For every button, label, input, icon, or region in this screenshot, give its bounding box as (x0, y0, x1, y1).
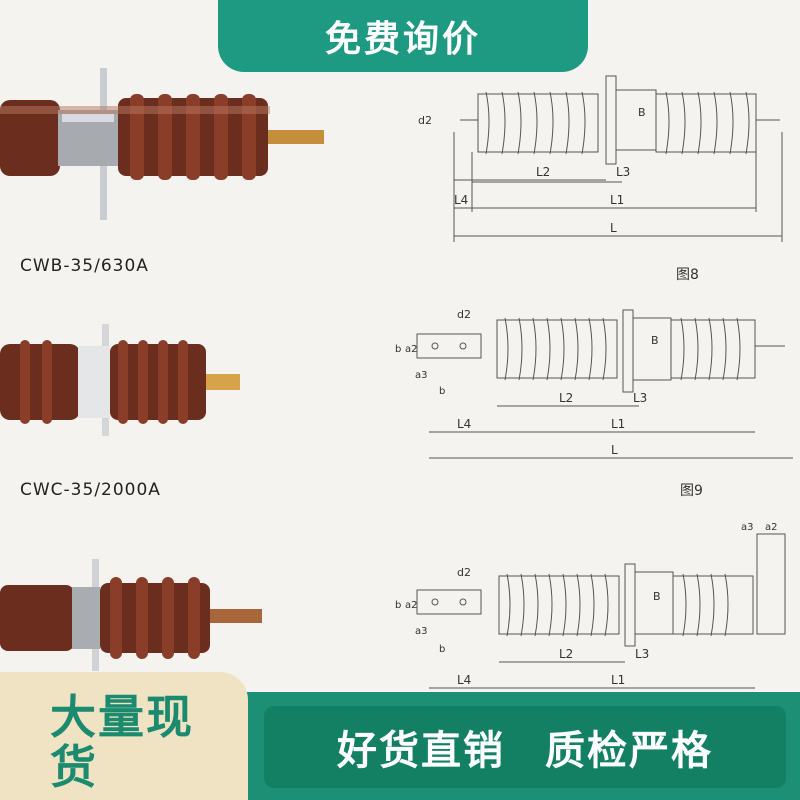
figure-label-9: 图9 (680, 483, 703, 499)
stock-badge-text: 大量现货 (50, 690, 194, 794)
product-photo-1 (0, 68, 324, 220)
fig10-dim-B: B (653, 590, 661, 603)
product-photo-2 (0, 324, 240, 436)
fig8-dim-L: L (610, 221, 617, 235)
figure-label-8: 图8 (676, 267, 699, 283)
slogan-quality-check: 质检严格 (545, 728, 713, 774)
fig8-dim-d2: d2 (418, 114, 432, 127)
fig10-dim-L1: L1 (611, 673, 625, 687)
technical-drawing-fig10: d2 b a2 a3 b B L2 L3 L4 L1 a3 a2 (395, 522, 786, 689)
technical-drawing-fig8: d2 B L2 L3 L4 L1 L (418, 75, 783, 242)
fig9-dim-L3: L3 (633, 391, 647, 405)
fig9-dim-L4: L4 (457, 417, 471, 431)
fig10-dim-b2: b (439, 644, 445, 655)
fig8-dim-L3: L3 (616, 165, 630, 179)
stock-badge (0, 672, 248, 800)
fig8-dim-B: B (638, 106, 646, 119)
fig9-dim-b: b (395, 344, 401, 355)
fig10-dim-L4: L4 (457, 673, 471, 687)
slogan-box: 好货直销 质检严格 (264, 706, 786, 788)
top-banner[interactable]: 免费询价 (218, 0, 588, 72)
technical-drawing-fig9: d2 b a2 a3 b B L2 L3 L4 L1 L (395, 308, 793, 459)
fig9-dim-B: B (651, 334, 659, 347)
product-photo-3 (0, 559, 262, 671)
fig9-dim-b2: b (439, 386, 445, 397)
fig10-dim-a2: a2 (405, 600, 418, 611)
fig10-dim-a2-top: a2 (765, 522, 778, 533)
slogan-direct-sales: 好货直销 (337, 728, 505, 774)
fig9-dim-L: L (611, 443, 618, 457)
fig8-dim-L4: L4 (454, 193, 468, 207)
fig10-dim-b: b (395, 600, 401, 611)
fig9-dim-d2: d2 (457, 308, 471, 321)
fig10-dim-a3: a3 (415, 626, 428, 637)
fig10-dim-d2: d2 (457, 566, 471, 579)
fig9-dim-a2: a2 (405, 344, 418, 355)
product-caption-2: CWC-35/2000A (20, 480, 161, 500)
banner-title: 免费询价 (324, 19, 481, 60)
fig9-dim-L1: L1 (611, 417, 625, 431)
fig9-dim-L2: L2 (559, 391, 573, 405)
fig10-dim-a3-top: a3 (741, 522, 754, 533)
fig10-dim-L2: L2 (559, 647, 573, 661)
fig8-dim-L1: L1 (610, 193, 624, 207)
fig10-dim-L3: L3 (635, 647, 649, 661)
product-caption-1: CWB-35/630A (20, 256, 149, 276)
fig9-dim-a3: a3 (415, 370, 428, 381)
fig8-dim-L2: L2 (536, 165, 550, 179)
